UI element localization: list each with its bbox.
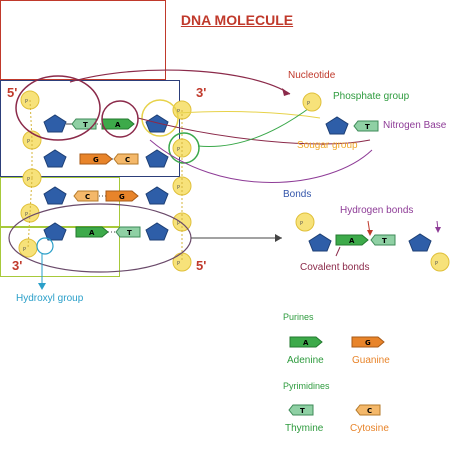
base-letter: T	[127, 229, 132, 237]
svg-text:A: A	[349, 237, 355, 245]
hydroxyl-highlight	[36, 237, 54, 255]
base-label: Nitrogen Base	[383, 120, 447, 131]
svg-text:C: C	[367, 407, 372, 415]
strand-end-3-bottom: 3'	[12, 258, 23, 273]
cytosine-label: Cytosine	[350, 423, 389, 434]
svg-text:G: G	[365, 339, 371, 347]
sugar-highlight	[141, 99, 179, 137]
adenine-label: Adenine	[287, 355, 324, 366]
page-title: DNA MOLECULE	[180, 12, 294, 28]
strand-end-3-top: 3'	[196, 85, 207, 100]
hydrogen-bonds-label: Hydrogen bonds	[340, 205, 414, 216]
left-backbone	[18, 90, 42, 258]
row-3	[43, 186, 169, 205]
row-4	[43, 222, 169, 241]
svg-text:T: T	[365, 123, 370, 131]
nucleotide-heading: Nucleotide	[288, 70, 336, 81]
covalent-bonds-label: Covalent bonds	[300, 262, 370, 273]
nucleotide-highlight	[15, 75, 101, 141]
strand-end-5-bottom: 5'	[196, 258, 207, 273]
svg-text:A: A	[303, 339, 309, 347]
bonds-heading: Bonds	[283, 189, 312, 200]
base-letter: A	[115, 121, 121, 129]
row-2	[43, 149, 169, 168]
base-letter: C	[125, 156, 130, 164]
bonds-box	[0, 80, 180, 177]
right-backbone	[172, 100, 192, 272]
phosphate-label: Phosphate group	[333, 91, 410, 102]
sugar-label: Sougar group	[297, 140, 358, 151]
thymine-label: Thymine	[285, 423, 324, 434]
strand-end-5-top: 5'	[7, 85, 18, 100]
nucleotide-box	[0, 0, 166, 80]
svg-text:T: T	[382, 237, 387, 245]
purines-heading: Purines	[283, 312, 314, 322]
base-letter: T	[83, 121, 88, 129]
base-letter: C	[85, 193, 90, 201]
row-1	[43, 114, 169, 133]
hydroxyl-label: Hydroxyl group	[16, 293, 84, 304]
base-letter: A	[89, 229, 95, 237]
base-letter: G	[119, 193, 125, 201]
base-letter: G	[93, 156, 99, 164]
guanine-label: Guanine	[352, 355, 390, 366]
base-highlight	[101, 100, 139, 138]
pyrimidines-heading: Pyrimidines	[283, 381, 330, 391]
svg-text:T: T	[300, 407, 305, 415]
